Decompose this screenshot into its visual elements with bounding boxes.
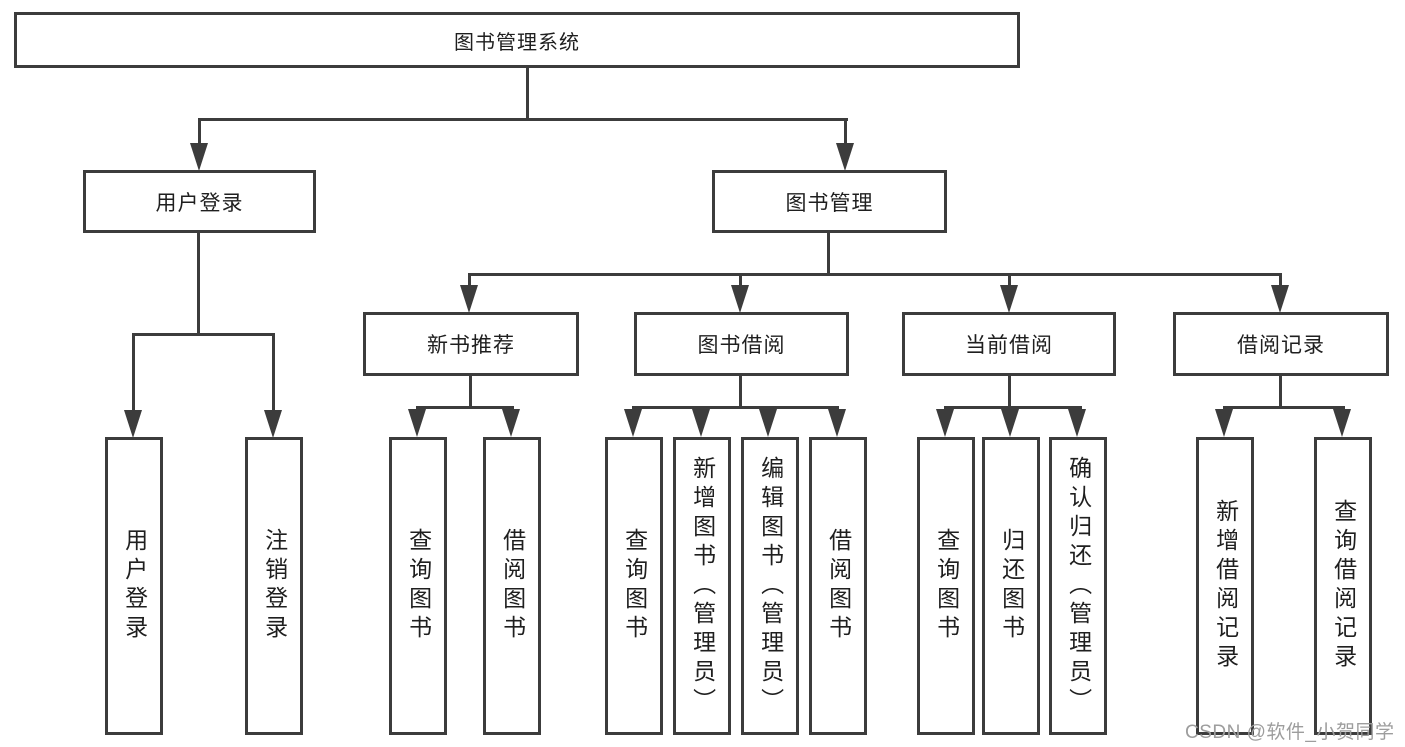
arrow-to-borrow-books-1 (502, 409, 520, 437)
connector-current-borrow-split (944, 406, 1082, 409)
connector-root-split (198, 118, 848, 121)
node-user-login: 用户登录 (83, 170, 316, 233)
node-book-borrow: 图书借阅 (634, 312, 849, 376)
arrow-to-new-book-recommend (460, 285, 478, 313)
connector-drop-borrow-records (1279, 273, 1282, 289)
node-label: 图书管理 (785, 191, 874, 215)
connector-drop-new-book (468, 273, 471, 289)
connector-borrow-records-split (1223, 406, 1345, 409)
arrow-to-book-management (836, 143, 854, 171)
connector-user-login-stem (197, 233, 200, 336)
connector-book-borrow-split (632, 406, 839, 409)
arrow-to-borrow-records (1271, 285, 1289, 313)
arrow-to-query-books-2 (624, 409, 642, 437)
leaf-label: 新增借阅记录 (1212, 499, 1239, 673)
connector-root-left-drop (198, 118, 201, 148)
leaf-label: 归还图书 (998, 528, 1025, 644)
arrow-to-leaf-logout (264, 410, 282, 438)
node-label: 当前借阅 (965, 334, 1053, 357)
arrow-to-confirm-return (1068, 409, 1086, 437)
leaf-label: 查询图书 (405, 528, 432, 644)
node-new-book-recommend: 新书推荐 (363, 312, 579, 376)
leaf-label: 注销登录 (261, 528, 288, 644)
leaf-label: 查询图书 (933, 528, 960, 644)
arrow-to-user-login (190, 143, 208, 171)
node-label: 图书管理系统 (454, 31, 580, 54)
arrow-to-edit-book (759, 409, 777, 437)
connector-user-login-left-drop (132, 333, 135, 412)
leaf-confirm-return-admin: 确认归还（管理员） (1049, 437, 1107, 735)
leaf-return-book: 归还图书 (982, 437, 1040, 735)
connector-user-login-split (132, 333, 275, 336)
leaf-label: 新增图书（管理员） (689, 455, 716, 717)
connector-root-right-drop (844, 118, 847, 148)
connector-current-borrow-stem (1008, 376, 1011, 409)
arrow-to-return-book (1001, 409, 1019, 437)
node-current-borrow: 当前借阅 (902, 312, 1116, 376)
leaf-label: 编辑图书（管理员） (757, 455, 784, 717)
arrow-to-add-borrow-record (1215, 409, 1233, 437)
connector-new-book-split (416, 406, 514, 409)
node-label: 借阅记录 (1237, 334, 1325, 357)
node-borrow-records: 借阅记录 (1173, 312, 1389, 376)
watermark: CSDN @软件_小贺同学 (1185, 722, 1395, 743)
node-label: 新书推荐 (427, 334, 515, 357)
arrow-to-leaf-user-login (124, 410, 142, 438)
connector-book-mgmt-split (468, 273, 1282, 276)
leaf-label: 用户登录 (121, 528, 148, 644)
arrow-to-borrow-books-2 (828, 409, 846, 437)
leaf-user-login: 用户登录 (105, 437, 163, 735)
leaf-edit-book-admin: 编辑图书（管理员） (741, 437, 799, 735)
leaf-label: 查询借阅记录 (1330, 499, 1357, 673)
arrow-to-current-borrow (1000, 285, 1018, 313)
connector-drop-book-borrow (739, 273, 742, 289)
connector-root-stem (526, 68, 529, 120)
node-label: 图书借阅 (697, 334, 786, 357)
leaf-query-books-current: 查询图书 (917, 437, 975, 735)
connector-borrow-records-stem (1279, 376, 1282, 409)
connector-book-mgmt-stem (827, 233, 830, 276)
arrow-to-query-books-3 (936, 409, 954, 437)
leaf-label: 借阅图书 (825, 528, 852, 644)
leaf-label: 确认归还（管理员） (1065, 455, 1092, 717)
leaf-logout-login: 注销登录 (245, 437, 303, 735)
leaf-borrow-books-recommend: 借阅图书 (483, 437, 541, 735)
node-book-management: 图书管理 (712, 170, 947, 233)
leaf-label: 借阅图书 (499, 528, 526, 644)
leaf-add-borrow-record: 新增借阅记录 (1196, 437, 1254, 735)
leaf-label: 查询图书 (621, 528, 648, 644)
arrow-to-query-books-1 (408, 409, 426, 437)
arrow-to-book-borrow (731, 285, 749, 313)
node-label: 用户登录 (155, 191, 244, 215)
leaf-query-books-borrow: 查询图书 (605, 437, 663, 735)
leaf-query-books-recommend: 查询图书 (389, 437, 447, 735)
connector-new-book-stem (469, 376, 472, 409)
connector-drop-current-borrow (1008, 273, 1011, 289)
leaf-borrow-books: 借阅图书 (809, 437, 867, 735)
leaf-query-borrow-record: 查询借阅记录 (1314, 437, 1372, 735)
leaf-add-book-admin: 新增图书（管理员） (673, 437, 731, 735)
arrow-to-add-book (692, 409, 710, 437)
arrow-to-query-borrow-record (1333, 409, 1351, 437)
connector-book-borrow-stem (739, 376, 742, 409)
connector-user-login-right-drop (272, 333, 275, 412)
node-library-management-system: 图书管理系统 (14, 12, 1020, 68)
